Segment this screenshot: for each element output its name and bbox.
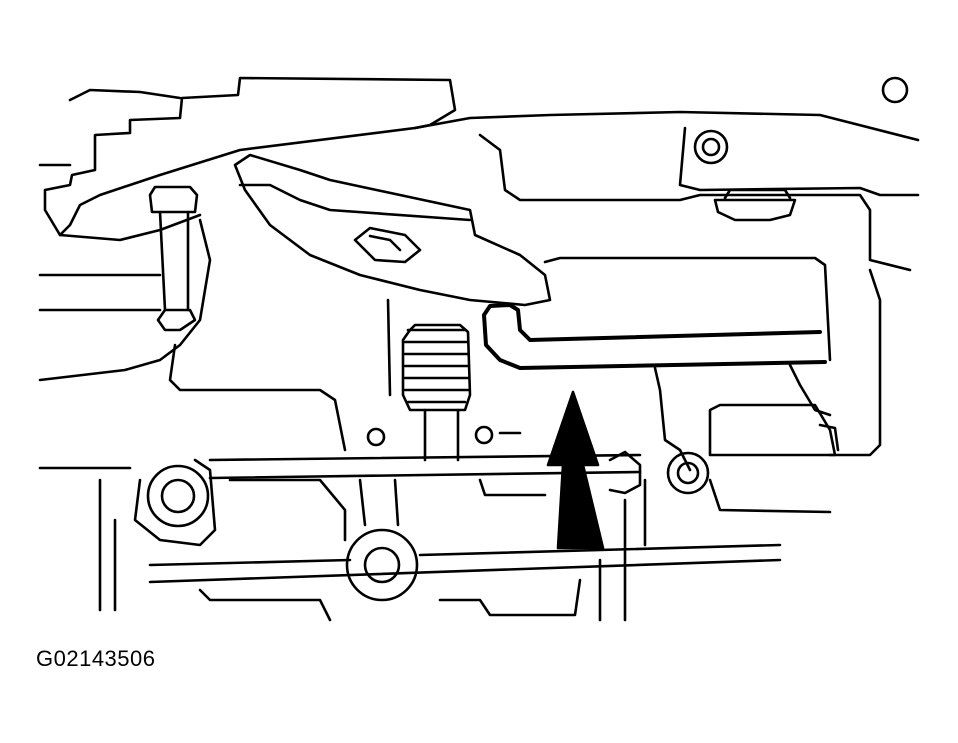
lower-rail-e xyxy=(148,558,352,567)
right-housing-edge xyxy=(828,268,882,457)
lever-lower-edge xyxy=(58,213,202,242)
boss-right-inner xyxy=(676,461,700,485)
small-hole-left xyxy=(366,427,386,447)
right-lower-edge xyxy=(708,478,832,514)
upper-housing-lower xyxy=(478,133,912,272)
spring-guide-left xyxy=(386,298,392,397)
lower-vertical-posts xyxy=(598,478,647,622)
detent-plate xyxy=(233,153,552,307)
long-bolt-shank xyxy=(158,210,190,312)
lower-body-base xyxy=(198,578,582,622)
detent-plate-recess-inner xyxy=(368,234,402,252)
valve-body-cover xyxy=(543,256,832,362)
lower-rail-f xyxy=(418,543,782,557)
detent-plate-top xyxy=(238,183,472,222)
long-bolt-head xyxy=(148,185,199,214)
boss-left-inner xyxy=(160,478,196,514)
boss-center-outer xyxy=(345,528,419,602)
lower-center-housing xyxy=(358,478,400,527)
manual-valve-rod xyxy=(482,303,827,370)
valve-end-cap xyxy=(608,450,642,495)
up-arrow xyxy=(546,390,605,550)
right-block xyxy=(708,403,837,457)
figure-id-label: G02143506 xyxy=(36,646,156,671)
left-housing xyxy=(38,218,212,382)
spring-outline xyxy=(401,323,472,412)
bolt-hole-upper-right-inner xyxy=(701,137,721,157)
bolt-hole-upper-right xyxy=(693,129,729,165)
boss-left-flange xyxy=(133,458,217,547)
bolt-cup-rim xyxy=(723,188,792,200)
left-lower-body xyxy=(168,343,347,452)
lower-left-housing xyxy=(98,478,117,612)
upper-lever-outline xyxy=(43,76,457,237)
spring-rod xyxy=(423,408,460,462)
lever-inner-step xyxy=(68,88,182,102)
long-bolt-tip xyxy=(156,308,197,332)
lower-rail-d xyxy=(148,558,782,584)
detent-plate-recess xyxy=(353,226,422,264)
boss-center-inner xyxy=(363,546,401,584)
lower-center-block xyxy=(228,478,547,542)
right-small-block xyxy=(818,423,840,452)
spring-coil xyxy=(403,328,470,404)
right-bracket xyxy=(653,363,832,472)
small-hole-right xyxy=(474,425,494,445)
boss-right-outer xyxy=(666,451,710,495)
upper-housing-outline xyxy=(413,110,920,142)
bolt-cup xyxy=(713,198,797,222)
boss-left-outer xyxy=(146,464,210,528)
corner-circle xyxy=(881,76,909,104)
